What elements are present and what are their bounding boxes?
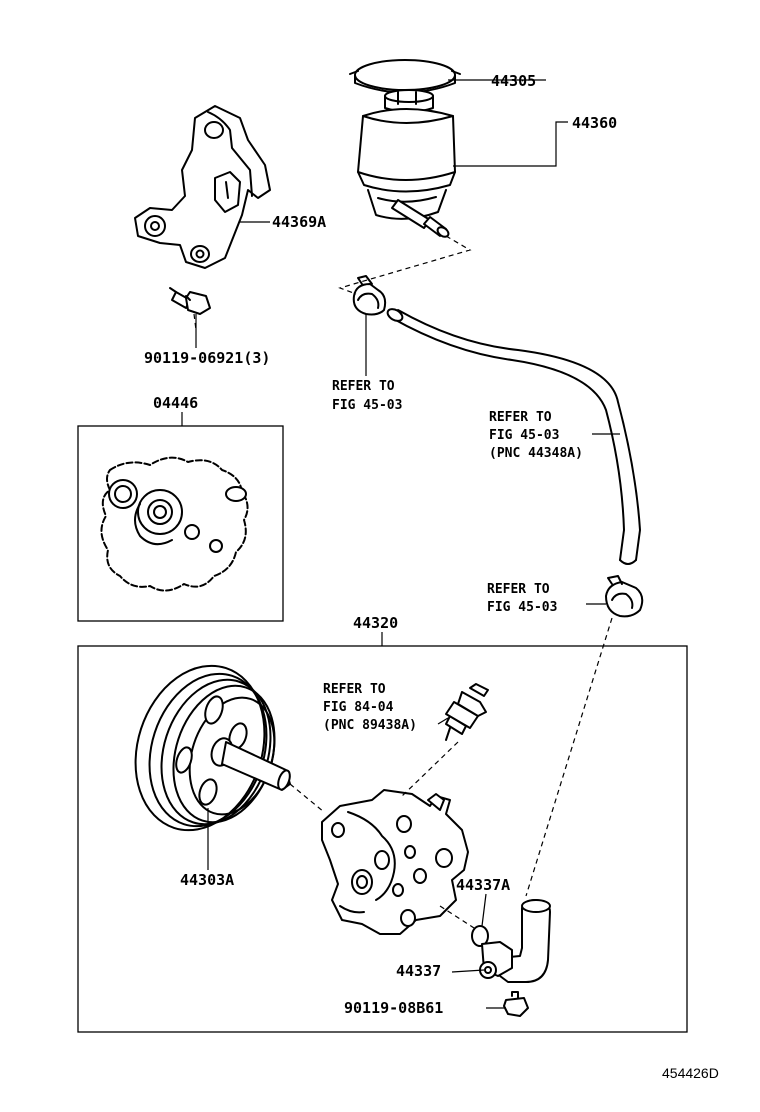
svg-text:REFER TO: REFER TO — [489, 410, 552, 425]
label-44360: 44360 — [572, 114, 617, 132]
bracket-bolt-part[interactable] — [169, 287, 211, 315]
return-hose-part[interactable] — [386, 307, 641, 565]
label-90119-08b61: 90119-08B61 — [344, 999, 443, 1017]
svg-text:REFER TO: REFER TO — [487, 582, 550, 597]
label-44305: 44305 — [491, 72, 536, 90]
pump-body-part[interactable] — [321, 789, 469, 935]
label-44337a: 44337A — [456, 876, 510, 894]
reservoir-tank-part[interactable] — [357, 89, 456, 239]
gasket-kit-part[interactable] — [100, 456, 249, 592]
label-44320: 44320 — [353, 614, 398, 632]
pulley-part[interactable] — [115, 649, 292, 847]
label-44369a: 44369A — [272, 213, 326, 231]
label-04446: 04446 — [153, 394, 198, 412]
illustration-code: 454426D — [662, 1065, 719, 1081]
svg-text:REFER TO: REFER TO — [332, 379, 395, 394]
union-bolt-part[interactable] — [503, 991, 529, 1017]
pressure-sensor-part[interactable] — [445, 683, 489, 741]
pipe-union-part[interactable] — [479, 899, 551, 983]
ref-hose: REFER TO FIG 45-03 (PNC 44348A) — [489, 410, 583, 461]
label-44337: 44337 — [396, 962, 441, 980]
upper-hose-clamp-part[interactable] — [352, 275, 387, 316]
svg-text:(PNC 44348A): (PNC 44348A) — [489, 446, 583, 461]
svg-text:FIG 84-04: FIG 84-04 — [323, 700, 394, 715]
bracket-part[interactable] — [134, 105, 271, 269]
ref-sensor: REFER TO FIG 84-04 (PNC 89438A) — [323, 682, 417, 733]
label-90119-06921: 90119-06921(3) — [144, 349, 270, 367]
label-44303a: 44303A — [180, 871, 234, 889]
leader-lines — [181, 79, 620, 1009]
gasket-kit-box — [77, 425, 284, 622]
svg-text:FIG 45-03: FIG 45-03 — [489, 428, 559, 443]
reservoir-cap-part[interactable] — [349, 59, 461, 94]
svg-text:REFER TO: REFER TO — [323, 682, 386, 697]
lower-hose-clamp-part[interactable] — [605, 575, 644, 618]
ref-upper-clamp: REFER TO FIG 45-03 — [332, 379, 402, 413]
svg-text:(PNC 89438A): (PNC 89438A) — [323, 718, 417, 733]
svg-text:FIG 45-03: FIG 45-03 — [332, 398, 402, 413]
svg-text:FIG 45-03: FIG 45-03 — [487, 600, 557, 615]
o-ring-part[interactable] — [471, 925, 489, 947]
ref-lower-clamp: REFER TO FIG 45-03 — [487, 582, 557, 615]
